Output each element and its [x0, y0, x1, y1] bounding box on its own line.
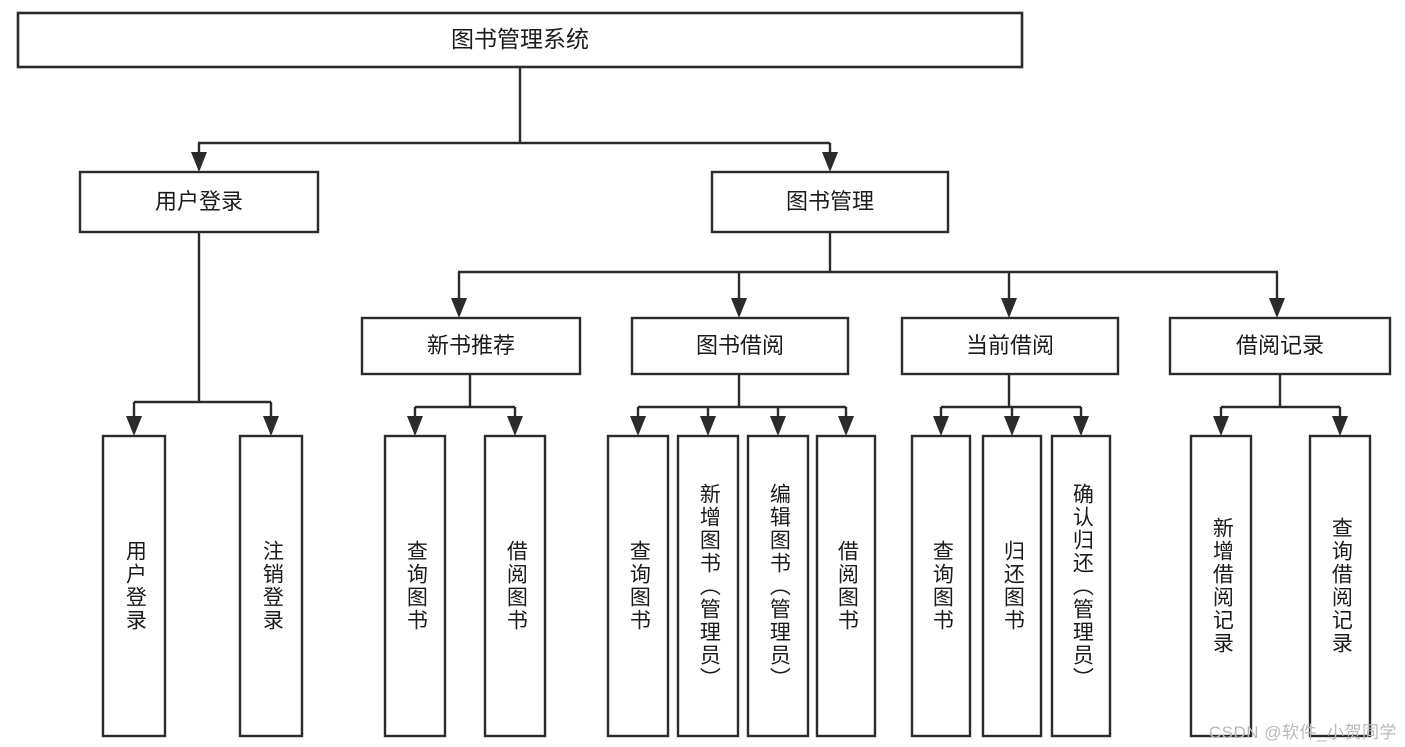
- node-borrow-record-box[interactable]: [1168, 316, 1392, 376]
- node-new-book-rec-box[interactable]: [360, 316, 582, 376]
- node-borrow-record-label: 借阅记录: [1236, 333, 1324, 358]
- root-drop-0-arrowhead-icon: [191, 152, 207, 172]
- node-leaf-add-record-box[interactable]: [1189, 434, 1253, 738]
- book-borrow-drop-3-arrowhead-icon: [838, 416, 854, 436]
- node-leaf-borrow-book-rec-box[interactable]: [483, 434, 547, 738]
- node-current-borrow-label: 当前借阅: [966, 333, 1054, 358]
- book-borrow-drop-2-arrowhead-icon: [770, 416, 786, 436]
- current-borrow-drop-2-arrowhead-icon: [1073, 416, 1089, 436]
- node-leaf-return-book-box[interactable]: [981, 434, 1043, 738]
- node-new-book-rec[interactable]: 新书推荐: [360, 316, 582, 376]
- current-borrow-drop-0-arrowhead-icon: [933, 416, 949, 436]
- node-leaf-add-book-box[interactable]: [676, 434, 740, 738]
- node-leaf-query-book-cur-box[interactable]: [910, 434, 972, 738]
- csdn-watermark: CSDN @软件_小贺同学: [1208, 723, 1397, 742]
- borrow-record-drop-0-arrowhead-icon: [1213, 416, 1229, 436]
- node-borrow-record[interactable]: 借阅记录: [1168, 316, 1392, 376]
- node-leaf-user-logout-box[interactable]: [238, 434, 304, 738]
- node-leaf-confirm-return-box[interactable]: [1050, 434, 1112, 738]
- user-login-drop-1-arrowhead-icon: [263, 416, 279, 436]
- node-root-system-box[interactable]: [16, 11, 1024, 69]
- new-book-rec-drop-0-arrowhead-icon: [407, 416, 423, 436]
- node-leaf-query-book-rec-box[interactable]: [383, 434, 447, 738]
- node-current-borrow-box[interactable]: [900, 316, 1120, 376]
- book-borrow-drop-0-arrowhead-icon: [630, 416, 646, 436]
- node-root-system[interactable]: 图书管理系统: [16, 11, 1024, 69]
- book-manage-drop-1-arrowhead-icon: [731, 298, 747, 318]
- node-leaf-query-record-box[interactable]: [1308, 434, 1372, 738]
- node-user-login-box[interactable]: [78, 170, 320, 234]
- current-borrow-drop-1-arrowhead-icon: [1004, 416, 1020, 436]
- node-new-book-rec-label: 新书推荐: [427, 333, 515, 358]
- book-manage-drop-0-arrowhead-icon: [451, 298, 467, 318]
- book-manage-drop-2-arrowhead-icon: [1001, 298, 1017, 318]
- node-user-login[interactable]: 用户登录: [78, 170, 320, 234]
- node-book-borrow[interactable]: 图书借阅: [630, 316, 850, 376]
- node-book-borrow-label: 图书借阅: [696, 333, 784, 358]
- node-book-manage-label: 图书管理: [786, 189, 874, 214]
- user-login-drop-0-arrowhead-icon: [126, 416, 142, 436]
- node-user-login-label: 用户登录: [155, 189, 243, 214]
- node-leaf-user-login-box[interactable]: [101, 434, 167, 738]
- book-manage-drop-3-arrowhead-icon: [1269, 298, 1285, 318]
- node-book-manage[interactable]: 图书管理: [710, 170, 950, 234]
- book-borrow-drop-1-arrowhead-icon: [700, 416, 716, 436]
- borrow-record-drop-1-arrowhead-icon: [1332, 416, 1348, 436]
- root-drop-1-arrowhead-icon: [822, 152, 838, 172]
- node-current-borrow[interactable]: 当前借阅: [900, 316, 1120, 376]
- connector-layer: [126, 67, 1348, 436]
- node-leaf-borrow-book-box[interactable]: [815, 434, 877, 738]
- node-leaf-query-book-borrow-box[interactable]: [606, 434, 670, 738]
- node-leaf-edit-book-box[interactable]: [746, 434, 810, 738]
- new-book-rec-drop-1-arrowhead-icon: [507, 416, 523, 436]
- node-root-system-label: 图书管理系统: [451, 26, 589, 52]
- node-book-manage-box[interactable]: [710, 170, 950, 234]
- node-book-borrow-box[interactable]: [630, 316, 850, 376]
